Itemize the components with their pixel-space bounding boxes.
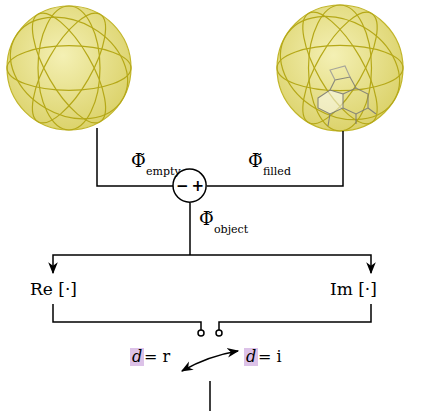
orbit-ring <box>7 46 131 91</box>
sphere-body <box>277 5 403 131</box>
parameter-value: = r <box>144 348 170 366</box>
switch-arrow <box>182 351 238 371</box>
operator-label: Re [·] <box>30 280 77 299</box>
orbit-ring <box>19 3 120 133</box>
parameter-symbol: d <box>244 348 258 366</box>
wire <box>53 304 201 330</box>
switch-blade <box>209 381 211 411</box>
signal-symbol: Φ̃ <box>199 209 214 229</box>
signal-symbol: Φ̃ <box>131 151 146 171</box>
sphere-body <box>7 6 131 130</box>
operator-sign: − <box>176 179 189 194</box>
switch-contact <box>198 330 204 336</box>
parameter-value: = i <box>258 348 282 366</box>
orbit-ring <box>289 2 391 134</box>
switch-contact <box>216 330 222 336</box>
parameter-symbol: d <box>130 348 144 366</box>
filled-sphere <box>262 0 418 140</box>
operator-sign: + <box>192 179 205 194</box>
wire <box>189 203 191 255</box>
arrow-wire <box>53 255 190 273</box>
signal-subscript: empty <box>146 166 181 178</box>
orbit-ring <box>0 0 146 139</box>
orbit-ring <box>19 3 120 133</box>
arrow-wire <box>190 255 371 273</box>
wire <box>207 131 343 186</box>
molecule <box>318 66 376 126</box>
orbit-ring <box>309 5 372 131</box>
signal-subscript: filled <box>263 166 291 178</box>
operator-label: Im [·] <box>330 280 377 299</box>
wire <box>219 304 371 330</box>
orbit-ring <box>277 45 403 90</box>
orbit-ring <box>38 6 100 130</box>
signal-subscript: object <box>214 224 248 236</box>
orbit-ring <box>289 2 391 134</box>
empty-sphere <box>0 0 146 139</box>
orbit-ring <box>262 0 418 140</box>
signal-symbol: Φ̃ <box>248 151 263 171</box>
